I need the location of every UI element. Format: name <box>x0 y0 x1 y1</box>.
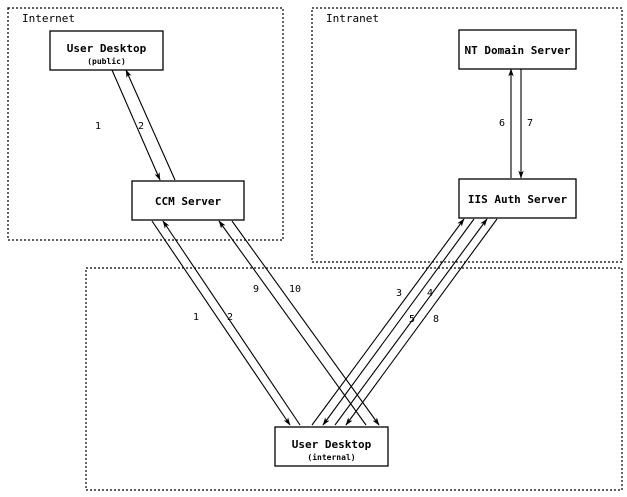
flow-line-10 <box>231 220 380 426</box>
flow-line-1-internal <box>151 220 291 426</box>
node-user-desktop-internal-title: User Desktop <box>292 438 372 451</box>
edge-label-4: 4 <box>427 288 433 299</box>
flow-line-3 <box>311 218 465 426</box>
flow-ccm-to-internal-desktop-high <box>218 220 380 426</box>
node-user-desktop-public-box[interactable] <box>49 30 164 71</box>
flow-line-1-public <box>111 69 161 181</box>
node-user-desktop-public-title: User Desktop <box>67 42 147 55</box>
flow-ccm-to-internal-desktop-low <box>151 220 301 426</box>
edge-label-9: 9 <box>253 284 259 295</box>
zone-internet-label: Internet <box>22 12 75 25</box>
zone-intranet-label: Intranet <box>326 12 379 25</box>
edge-label-8: 8 <box>433 314 439 325</box>
node-user-desktop-public-subtitle: (public) <box>87 56 126 66</box>
flow-line-2-public <box>125 69 176 181</box>
flow-iis-to-internal-desktop-inner <box>334 218 498 426</box>
flow-line-2-internal <box>162 220 301 426</box>
node-nt-domain-server[interactable]: NT Domain Server <box>458 29 577 70</box>
zone-internal-boundary <box>85 267 623 491</box>
flow-line-9 <box>218 220 367 426</box>
flow-iis-to-internal-desktop-outer <box>311 218 475 426</box>
edge-label-1-public: 1 <box>95 121 101 132</box>
node-ccm-server-title: CCM Server <box>155 195 222 208</box>
edge-label-7: 7 <box>527 118 533 129</box>
edge-label-5: 5 <box>409 314 415 325</box>
edge-label-10: 10 <box>289 284 301 295</box>
node-nt-domain-server-title: NT Domain Server <box>465 44 571 57</box>
flow-iis-to-nt-domain <box>508 68 524 179</box>
edge-label-1-internal: 1 <box>193 312 199 323</box>
node-ccm-server-box[interactable] <box>131 180 245 221</box>
node-ccm-server[interactable]: CCM Server <box>131 180 245 221</box>
flow-line-4 <box>322 218 475 426</box>
node-user-desktop-internal-box[interactable] <box>274 426 389 467</box>
flow-line-8 <box>345 218 498 426</box>
node-user-desktop-public[interactable]: User Desktop (public) <box>49 30 164 71</box>
node-user-desktop-internal[interactable]: User Desktop (internal) <box>274 426 389 467</box>
node-iis-auth-server-title: IIS Auth Server <box>468 193 568 206</box>
node-nt-domain-server-box[interactable] <box>458 29 577 70</box>
node-iis-auth-server-box[interactable] <box>458 178 577 219</box>
flow-public-desktop-to-ccm <box>111 69 176 181</box>
zone-internet-boundary <box>7 7 284 241</box>
edge-label-6: 6 <box>499 118 505 129</box>
edge-label-3: 3 <box>396 288 402 299</box>
node-iis-auth-server[interactable]: IIS Auth Server <box>458 178 577 219</box>
edge-label-2-public: 2 <box>138 121 144 132</box>
edge-label-2-internal: 2 <box>227 312 233 323</box>
flow-line-5 <box>334 218 488 426</box>
zone-intranet-boundary <box>311 7 623 263</box>
node-user-desktop-internal-subtitle: (internal) <box>307 452 355 462</box>
